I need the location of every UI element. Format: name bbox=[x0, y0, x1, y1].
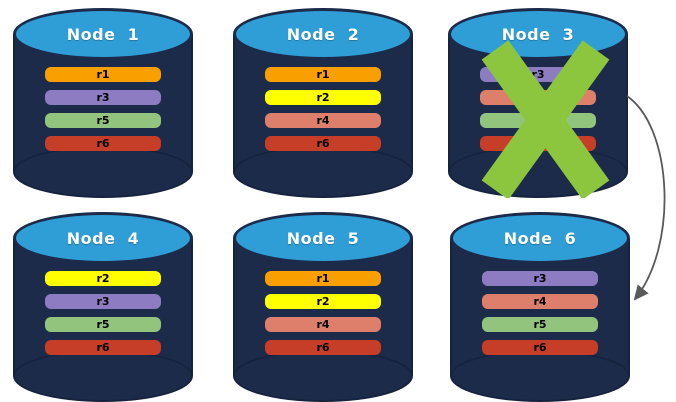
replica-row-label: r1 bbox=[316, 272, 330, 285]
replica-rows: r1 r2 r4 r6 bbox=[233, 271, 413, 363]
node-title: Node 4 bbox=[66, 228, 140, 248]
node-1-cylinder: Node 1 r1 r3 r5 r6 bbox=[13, 8, 193, 198]
node-title: Node 3 bbox=[501, 24, 575, 44]
replica-row-r2: r2 bbox=[45, 271, 161, 286]
replica-row-r1: r1 bbox=[265, 67, 381, 82]
replica-row-label: r6 bbox=[96, 341, 110, 354]
replica-row-label: r4 bbox=[316, 114, 330, 127]
replica-rows: r3 r4 r5 r6 bbox=[448, 67, 628, 159]
replica-row-label: r5 bbox=[96, 114, 110, 127]
replica-row-label: r3 bbox=[96, 295, 110, 308]
replica-row-r1: r1 bbox=[265, 271, 381, 286]
replica-row-label: r3 bbox=[531, 68, 545, 81]
replica-row-label: r3 bbox=[533, 272, 547, 285]
cylinder-top: Node 3 bbox=[448, 8, 628, 60]
node-5-cylinder: Node 5 r1 r2 r4 r6 bbox=[233, 212, 413, 402]
replica-row-r6: r6 bbox=[482, 340, 598, 355]
node-title: Node 1 bbox=[66, 24, 140, 44]
replica-row-r3: r3 bbox=[45, 294, 161, 309]
replica-row-r3: r3 bbox=[482, 271, 598, 286]
node-3-cylinder: Node 3 r3 r4 r5 r6 bbox=[448, 8, 628, 198]
replica-row-label: r2 bbox=[316, 295, 330, 308]
replica-row-r5: r5 bbox=[45, 113, 161, 128]
node-6-cylinder: Node 6 r3 r4 r5 r6 bbox=[450, 212, 630, 402]
replica-row-label: r1 bbox=[96, 68, 110, 81]
replica-row-r4: r4 bbox=[480, 90, 596, 105]
replica-row-label: r2 bbox=[316, 91, 330, 104]
cylinder-top: Node 5 bbox=[233, 212, 413, 264]
replica-row-r4: r4 bbox=[265, 113, 381, 128]
replica-row-label: r4 bbox=[533, 295, 547, 308]
cylinder-bottom bbox=[233, 146, 413, 198]
replica-row-label: r6 bbox=[531, 137, 545, 150]
replica-row-r2: r2 bbox=[265, 294, 381, 309]
replica-rows: r1 r2 r4 r6 bbox=[233, 67, 413, 159]
cylinder-bottom bbox=[13, 350, 193, 402]
replica-row-r2: r2 bbox=[265, 90, 381, 105]
node-title: Node 5 bbox=[286, 228, 360, 248]
replica-row-r5: r5 bbox=[482, 317, 598, 332]
cylinder-top: Node 1 bbox=[13, 8, 193, 60]
cylinder-top: Node 6 bbox=[450, 212, 630, 264]
node-title: Node 6 bbox=[503, 228, 577, 248]
cylinder-top: Node 2 bbox=[233, 8, 413, 60]
replica-row-label: r6 bbox=[96, 137, 110, 150]
replica-rows: r2 r3 r5 r6 bbox=[13, 271, 193, 363]
replica-row-r6: r6 bbox=[480, 136, 596, 151]
replica-row-r6: r6 bbox=[265, 136, 381, 151]
replica-row-label: r5 bbox=[96, 318, 110, 331]
replica-row-label: r4 bbox=[316, 318, 330, 331]
replica-row-r3: r3 bbox=[480, 67, 596, 82]
replica-row-r5: r5 bbox=[480, 113, 596, 128]
replica-row-label: r5 bbox=[531, 114, 545, 127]
replica-row-r1: r1 bbox=[45, 67, 161, 82]
replica-row-r4: r4 bbox=[482, 294, 598, 309]
cylinder-bottom bbox=[450, 350, 630, 402]
replica-row-label: r6 bbox=[316, 137, 330, 150]
replica-row-label: r3 bbox=[96, 91, 110, 104]
replica-row-r6: r6 bbox=[45, 136, 161, 151]
replica-row-label: r4 bbox=[531, 91, 545, 104]
replica-row-label: r5 bbox=[533, 318, 547, 331]
node-2-cylinder: Node 2 r1 r2 r4 r6 bbox=[233, 8, 413, 198]
replica-row-r5: r5 bbox=[45, 317, 161, 332]
replica-row-label: r2 bbox=[96, 272, 110, 285]
replica-row-label: r1 bbox=[316, 68, 330, 81]
replica-rows: r3 r4 r5 r6 bbox=[450, 271, 630, 363]
replica-rows: r1 r3 r5 r6 bbox=[13, 67, 193, 159]
node-4-cylinder: Node 4 r2 r3 r5 r6 bbox=[13, 212, 193, 402]
replica-row-r6: r6 bbox=[265, 340, 381, 355]
replica-row-r4: r4 bbox=[265, 317, 381, 332]
replica-row-r6: r6 bbox=[45, 340, 161, 355]
replica-row-label: r6 bbox=[316, 341, 330, 354]
cylinder-bottom bbox=[13, 146, 193, 198]
replica-row-label: r6 bbox=[533, 341, 547, 354]
cylinder-top: Node 4 bbox=[13, 212, 193, 264]
node-title: Node 2 bbox=[286, 24, 360, 44]
replica-row-r3: r3 bbox=[45, 90, 161, 105]
